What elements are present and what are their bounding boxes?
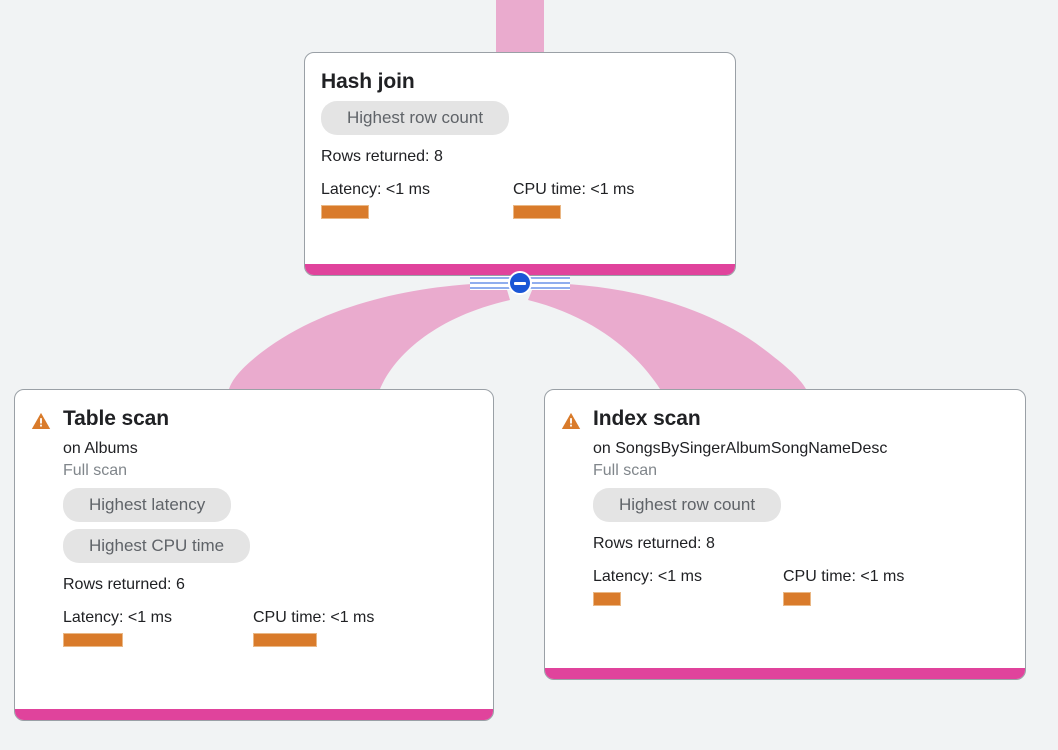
node-accent-bar (305, 264, 735, 275)
node-metrics: Latency: <1 ms CPU time: <1 ms (63, 608, 374, 647)
metric-latency-bar (63, 633, 123, 647)
metric-cpu-time-bar (783, 592, 811, 606)
node-chips: Highest row count (593, 488, 904, 529)
metric-cpu-time-bar (513, 205, 561, 219)
metric-latency-label: Latency: <1 ms (321, 181, 430, 198)
plan-node-table-scan[interactable]: Table scan on Albums Full scan Highest l… (14, 389, 494, 721)
metric-cpu-time: CPU time: <1 ms (783, 567, 904, 606)
metric-latency: Latency: <1 ms (63, 608, 253, 647)
edge-hash-join-to-table-scan (229, 283, 510, 389)
metric-latency-bar (593, 592, 621, 606)
node-header: Hash join (321, 69, 719, 95)
metric-cpu-time-label: CPU time: <1 ms (513, 181, 635, 198)
node-chips: Highest row count (321, 101, 719, 142)
node-subtitle: on Albums (63, 440, 138, 457)
rows-returned: Rows returned: 6 (63, 576, 185, 593)
plan-node-hash-join[interactable]: Hash join Highest row count Rows returne… (304, 52, 736, 276)
metric-cpu-time: CPU time: <1 ms (513, 180, 634, 219)
node-metrics: Latency: <1 ms CPU time: <1 ms (321, 180, 719, 219)
node-text-block: Table scan on Albums Full scan Highest l… (63, 406, 374, 647)
metric-cpu-time-bar (253, 633, 317, 647)
node-accent-bar (15, 709, 493, 720)
node-subtitle: on SongsBySingerAlbumSongNameDesc (593, 440, 888, 457)
node-content: Hash join Highest row count Rows returne… (305, 53, 735, 229)
metric-cpu-time-label: CPU time: <1 ms (253, 609, 375, 626)
node-scan-type: Full scan (63, 462, 128, 479)
collapse-toggle-group[interactable] (470, 271, 570, 295)
rows-returned: Rows returned: 8 (321, 148, 443, 165)
rows-returned: Rows returned: 8 (593, 535, 715, 552)
edge-hash-join-to-index-scan (528, 283, 806, 389)
node-text-block: Index scan on SongsBySingerAlbumSongName… (593, 406, 904, 606)
badge-highest-row-count: Highest row count (593, 488, 782, 522)
plan-node-index-scan[interactable]: Index scan on SongsBySingerAlbumSongName… (544, 389, 1026, 680)
node-title: Hash join (321, 70, 415, 93)
node-header: Index scan on SongsBySingerAlbumSongName… (561, 406, 1009, 606)
metric-cpu-time-label: CPU time: <1 ms (783, 568, 905, 585)
node-content: Index scan on SongsBySingerAlbumSongName… (545, 390, 1025, 616)
badge-highest-latency: Highest latency (63, 488, 232, 522)
metric-latency: Latency: <1 ms (321, 180, 513, 219)
node-metrics: Latency: <1 ms CPU time: <1 ms (593, 567, 904, 606)
edge-root-to-hash-join (496, 0, 544, 54)
collapse-minus-icon[interactable] (508, 271, 532, 295)
node-accent-bar (545, 668, 1025, 679)
metric-latency-bar (321, 205, 369, 219)
node-scan-type: Full scan (593, 462, 658, 479)
metric-latency-label: Latency: <1 ms (593, 568, 702, 585)
warning-icon (561, 412, 581, 429)
metric-latency-label: Latency: <1 ms (63, 609, 172, 626)
badge-highest-cpu-time: Highest CPU time (63, 529, 251, 563)
warning-icon (31, 412, 51, 429)
node-title: Index scan (593, 407, 701, 430)
node-content: Table scan on Albums Full scan Highest l… (15, 390, 493, 657)
badge-highest-row-count: Highest row count (321, 101, 510, 135)
node-header: Table scan on Albums Full scan Highest l… (31, 406, 477, 647)
metric-latency: Latency: <1 ms (593, 567, 783, 606)
metric-cpu-time: CPU time: <1 ms (253, 608, 374, 647)
node-title: Table scan (63, 407, 169, 430)
node-chips: Highest latency Highest CPU time (63, 488, 374, 570)
